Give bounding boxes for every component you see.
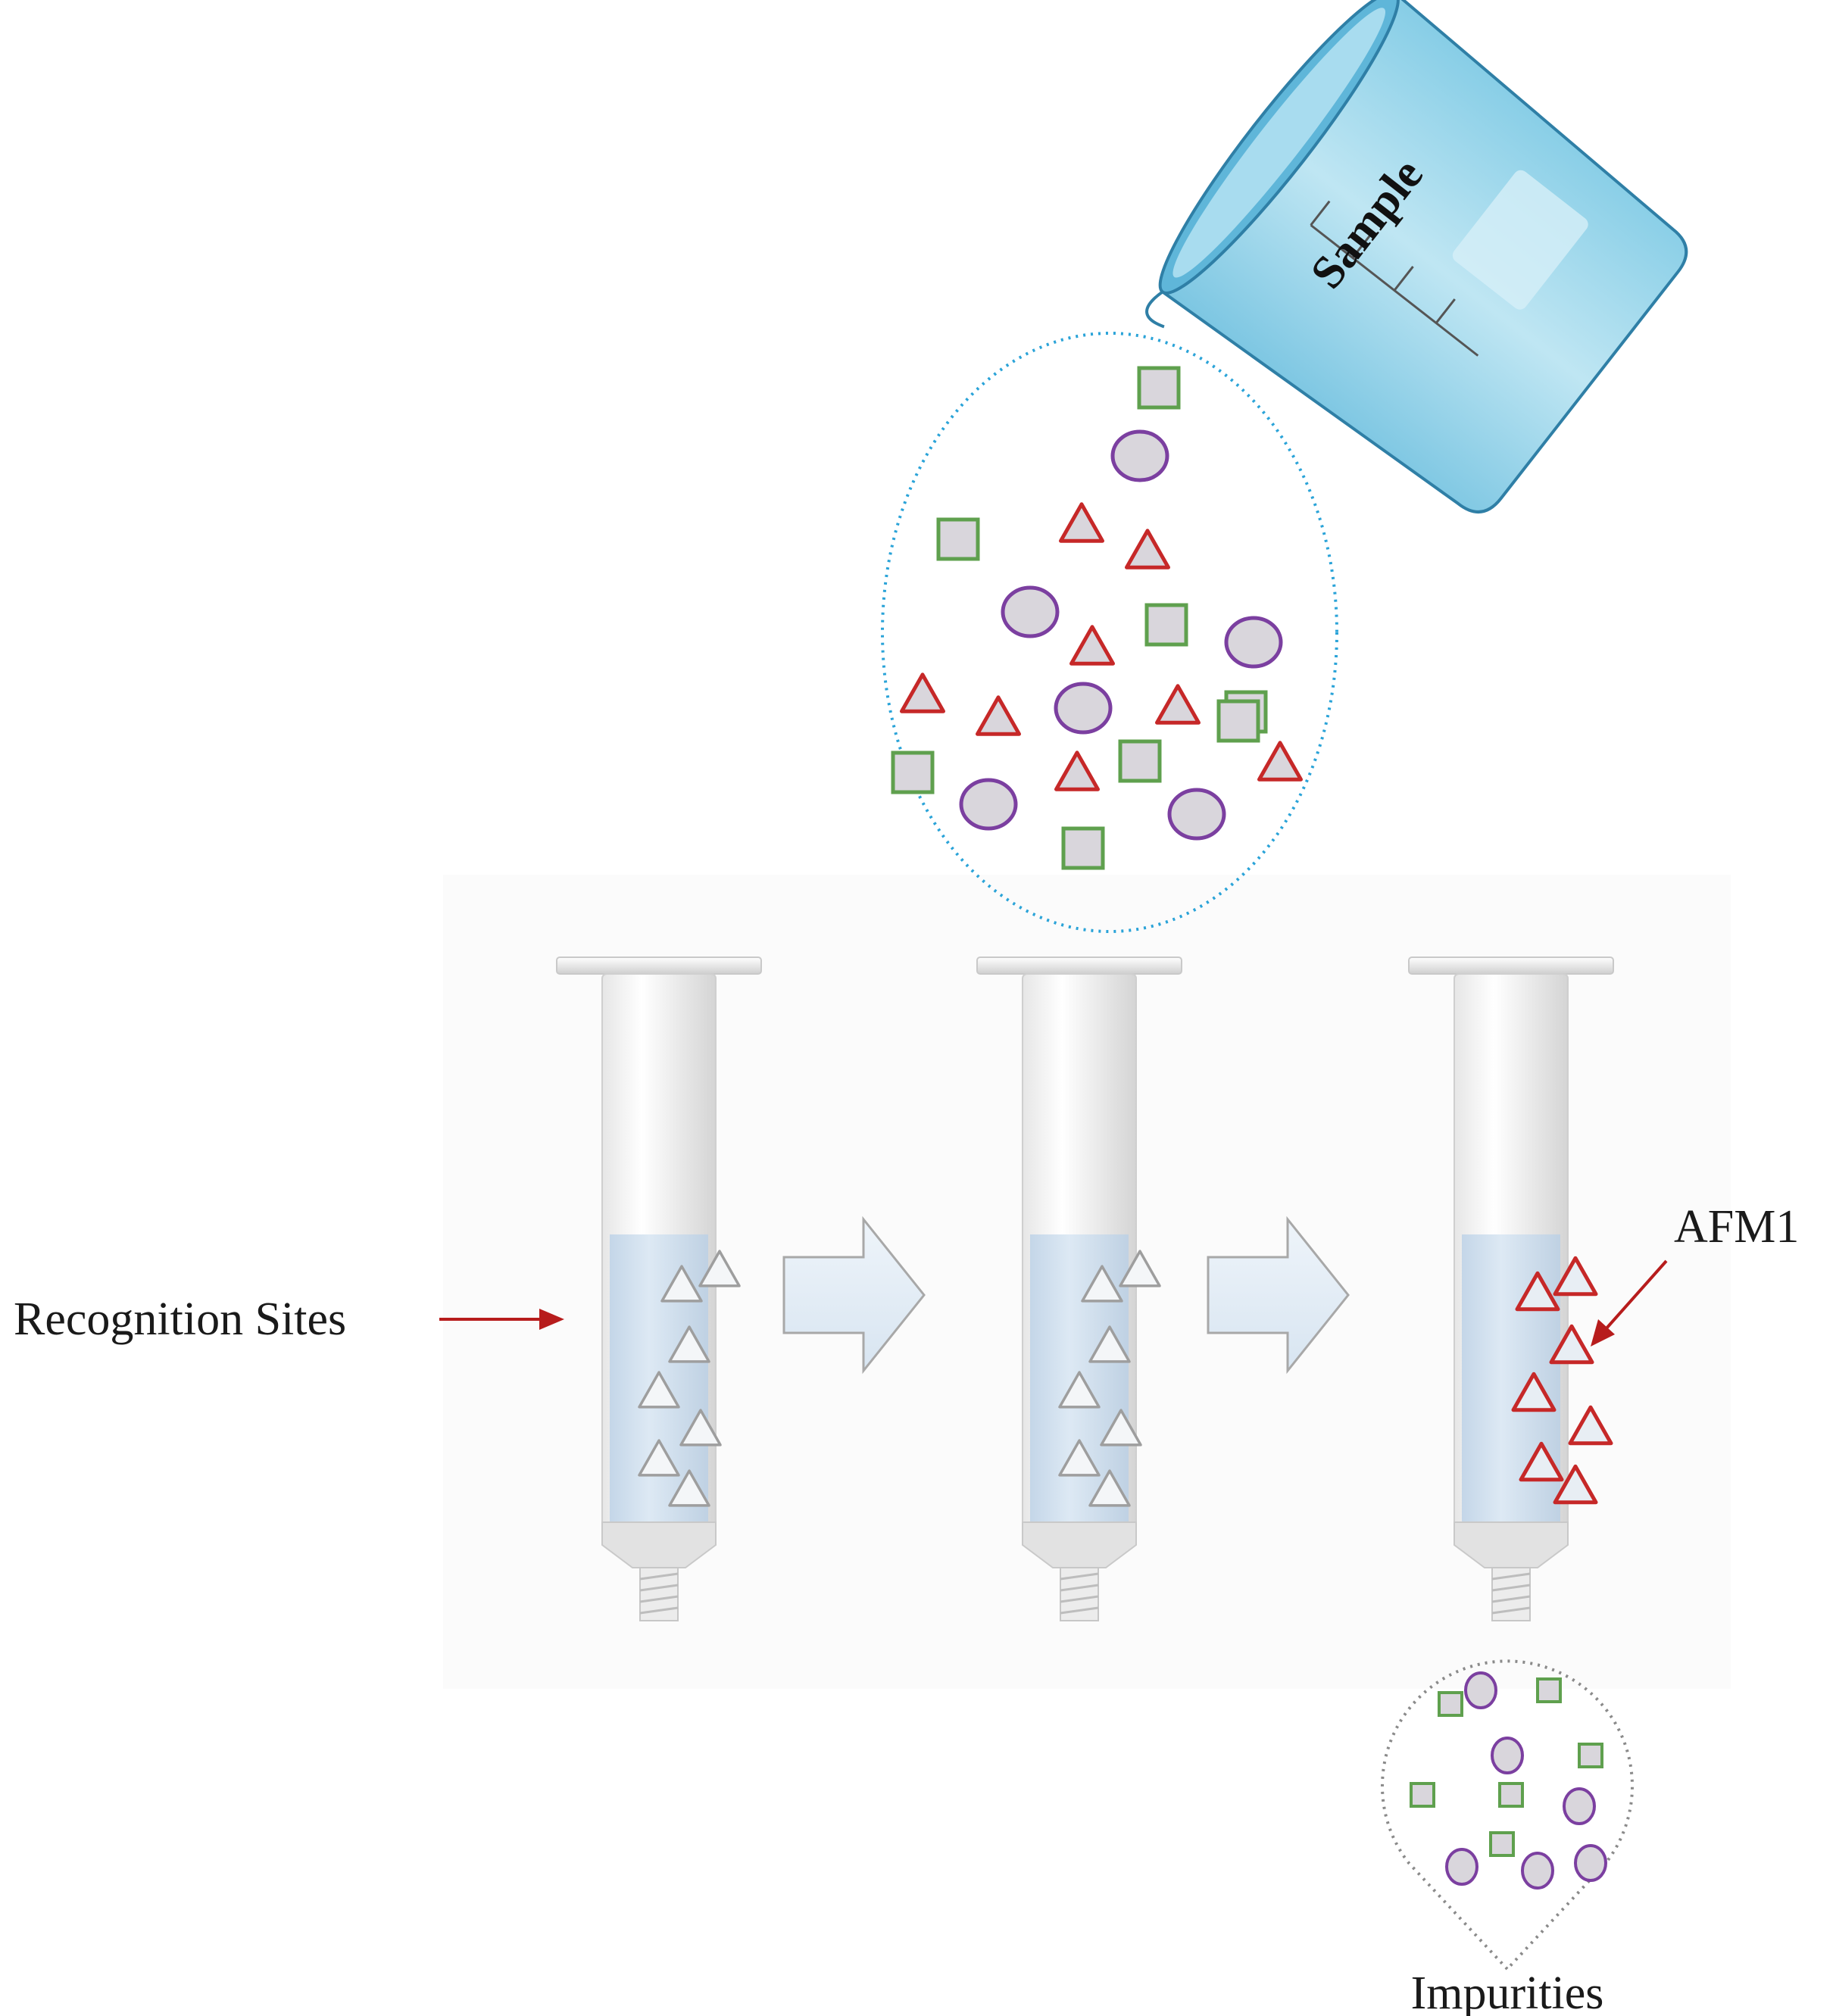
cartridge-contents — [638, 1250, 1613, 1507]
impurity-square — [936, 517, 980, 561]
bound-afm1-triangle — [1568, 1405, 1613, 1446]
impurities-label: Impurities — [1411, 1968, 1604, 2016]
bound-afm1-triangle — [1553, 1256, 1598, 1297]
impurities-bubble — [1381, 1659, 1634, 1971]
recognition-sites-arrow-icon — [439, 1309, 564, 1330]
afm1-triangle — [900, 673, 945, 713]
afm1-triangle — [1054, 751, 1100, 791]
impurity-square — [1410, 1782, 1435, 1808]
recognition-site-triangle — [698, 1250, 741, 1287]
recognition-site-triangle — [1081, 1265, 1123, 1303]
impurity-circle — [1521, 1852, 1554, 1890]
impurity-circle — [1167, 788, 1226, 841]
impurity-square — [1216, 699, 1260, 743]
impurity-square — [1578, 1743, 1603, 1768]
recognition-site-triangle — [679, 1409, 722, 1446]
afm1-triangle — [1155, 684, 1201, 725]
bound-afm1-triangle — [1511, 1372, 1557, 1412]
recognition-sites-label: Recognition Sites — [14, 1294, 346, 1345]
bound-afm1-triangle — [1549, 1324, 1594, 1365]
afm1-triangle — [1069, 625, 1115, 666]
recognition-site-triangle — [1088, 1325, 1131, 1363]
recognition-site-triangle — [1058, 1371, 1101, 1409]
recognition-site-triangle — [1119, 1250, 1161, 1287]
bound-afm1-triangle — [1553, 1464, 1598, 1505]
impurity-square — [891, 751, 935, 794]
afm1-arrow-icon — [1591, 1259, 1668, 1347]
recognition-site-triangle — [660, 1265, 703, 1303]
afm1-triangle — [1059, 502, 1104, 543]
recognition-site-triangle — [638, 1371, 680, 1409]
impurity-square — [1118, 739, 1162, 783]
sample-mixture-particles — [891, 366, 1303, 870]
bound-afm1-triangle — [1515, 1271, 1560, 1312]
impurity-circle — [1445, 1848, 1478, 1886]
afm1-triangle — [1257, 741, 1303, 782]
recognition-site-triangle — [638, 1439, 680, 1477]
impurity-circle — [1563, 1787, 1596, 1825]
bound-afm1-triangle — [1519, 1441, 1564, 1482]
impurity-circle — [959, 778, 1018, 831]
impurity-square — [1489, 1831, 1515, 1857]
afm1-triangle — [976, 695, 1021, 736]
recognition-site-triangle — [1058, 1439, 1101, 1477]
recognition-site-triangle — [1100, 1409, 1142, 1446]
afm1-label: AFM1 — [1674, 1201, 1799, 1253]
impurity-square — [1438, 1691, 1463, 1717]
impurity-square — [1137, 366, 1181, 410]
process-arrow-1 — [782, 1216, 926, 1375]
impurity-circle — [1054, 682, 1113, 735]
impurity-square — [1498, 1782, 1524, 1808]
impurity-square — [1061, 826, 1105, 870]
recognition-site-triangle — [668, 1469, 710, 1507]
impurity-circle — [1464, 1671, 1497, 1709]
sample-mixture-bubble — [881, 332, 1338, 933]
recognition-site-triangle — [1088, 1469, 1131, 1507]
impurity-particles — [1410, 1671, 1607, 1890]
recognition-site-triangle — [668, 1325, 710, 1363]
afm1-triangle — [1125, 529, 1170, 570]
process-arrow-2 — [1207, 1216, 1350, 1375]
impurity-circle — [1110, 429, 1169, 482]
impurity-circle — [1001, 585, 1060, 638]
impurity-circle — [1491, 1737, 1524, 1774]
impurity-square — [1144, 603, 1188, 647]
impurity-circle — [1224, 616, 1283, 669]
beaker-icon — [1145, 0, 1688, 513]
impurity-square — [1536, 1677, 1562, 1703]
impurity-circle — [1574, 1844, 1607, 1882]
